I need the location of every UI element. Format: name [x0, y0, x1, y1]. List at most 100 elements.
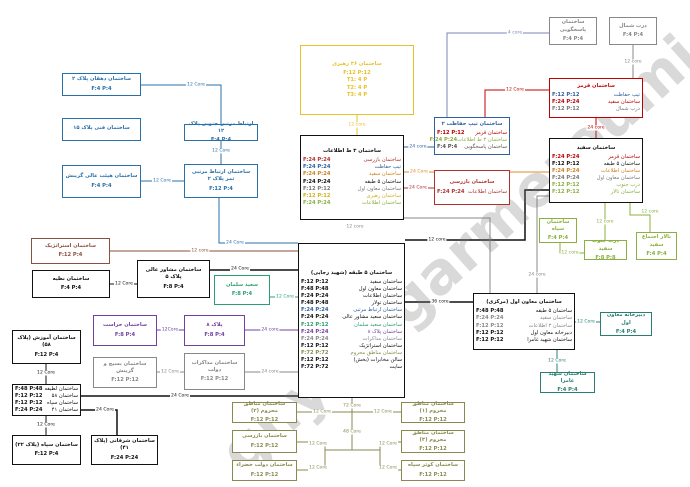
- building-name: ساختمان مذاکرات دولت: [191, 359, 238, 373]
- building-name: ساختمان ۵ طبقه (شهید رجایی): [310, 270, 393, 277]
- connection-target: ساختمان قرمز: [475, 129, 507, 136]
- link-core-label: 12 Core: [275, 294, 295, 300]
- connection-target: ساختمان مذاکرات: [362, 335, 402, 342]
- link-core-label: 12 Core: [36, 422, 56, 428]
- connection-ports: F:12 P:12: [552, 91, 580, 98]
- building-name: ساختمان کوثر سپاه: [407, 462, 459, 469]
- building-name: درب جنوب سفید: [592, 238, 619, 252]
- building-name: ساختمان مناطق محروم (۱): [412, 400, 454, 414]
- building-node-mahrum2[interactable]: ساختمان مناطق محروم (۲)F:12 P:12: [232, 400, 297, 423]
- connection-ports: F:24 P:24: [15, 407, 43, 414]
- connection-ports: F:12 P:12: [552, 106, 580, 113]
- building-name: ساختمان مناطق محروم (۲): [243, 400, 286, 414]
- building-name: درب شمال: [619, 22, 647, 29]
- connection-ports: F:24 P:24: [437, 188, 465, 195]
- connection-target: ساختمان سعید مشاور عالی: [342, 314, 402, 321]
- link-core-label: 24 core: [260, 369, 280, 375]
- building-node-mahrum3[interactable]: ساختمان مناطق محروم (۳)F:12 P:12: [401, 430, 465, 453]
- port-count: T1: 4 P: [346, 77, 368, 84]
- building-name: ساختمان نظیه: [52, 275, 90, 282]
- port-count: F:24 P:24: [110, 454, 139, 461]
- port-count: F:12 P:4: [209, 185, 233, 192]
- connection-target: ساختمان سفید: [369, 171, 401, 178]
- port-count: F:12 P:12: [250, 471, 279, 478]
- building-name: ساختمان سپاه: [546, 218, 570, 232]
- link-core-label: 24 Core: [408, 185, 428, 191]
- connection-target: ساختمان تولار: [371, 300, 402, 307]
- link-core-label: 24 core: [586, 125, 606, 131]
- link-core-label: 12 Core: [308, 441, 328, 447]
- link-core-label: 24 core: [527, 272, 547, 278]
- building-node-ertebat2[interactable]: ساختمان ارتباط مرتبی ثمر پلاک ۲ F:12 P:4: [184, 164, 258, 198]
- port-count: T2: 4 P: [346, 84, 368, 91]
- building-node-fani[interactable]: ساختمان فنی پلاک ۱۵: [62, 118, 141, 141]
- building-node-sharghani[interactable]: ساختمان شرقانی (پلاک ۴۱)F:24 P:24: [91, 435, 158, 465]
- port-count: F:12 P:4: [58, 252, 83, 258]
- building-node-amuzesh[interactable]: ساختمان آموزش (پلاک ۵۸)F:12 P:4: [12, 330, 81, 364]
- link-core-label: 12 Core: [378, 441, 398, 447]
- building-name: دبیرخانه معاون اول: [606, 312, 646, 326]
- connection-ports: F:24 P:24: [552, 99, 580, 105]
- building-name: ساختمان استراتژیک: [44, 242, 96, 249]
- connection-target: ساختمان شهید غامرا: [527, 336, 572, 343]
- building-name: ساختمان تیپ حفاظت ۲: [441, 120, 503, 127]
- connection-target: ساختمان اطلاعات: [601, 167, 640, 174]
- building-node-nazie[interactable]: ساختمان نظیه F:4 P:4: [32, 270, 110, 298]
- building-name: ساختمان مناطق محروم (۳): [412, 429, 454, 443]
- link-core-label: 12 core: [595, 219, 615, 225]
- fiber-link-line: [218, 198, 298, 244]
- building-name: ساختمان قرمز: [577, 82, 615, 89]
- building-name: ساختمان ارتباط مرتبی ثمر پلاک ۲: [191, 169, 251, 183]
- connection-ports: F:12 P:12: [552, 160, 580, 167]
- link-core-label: 12 Core: [505, 87, 525, 93]
- building-name: ساختمان سفید: [576, 144, 616, 151]
- building-name: ساختمان سپاه (پلاک ۲۲): [15, 441, 78, 448]
- building-node-estrategic[interactable]: ساختمان استراتژیک F:12 P:4: [31, 238, 110, 264]
- connection-target: ساختمان سفید: [540, 315, 572, 322]
- building-name: ساختمان شهید غامرا: [548, 370, 587, 384]
- port-count: F:4 P:4: [60, 285, 82, 291]
- connection-ports: F:48 P:48: [476, 308, 504, 315]
- building-node-mahrum1[interactable]: ساختمان مناطق محروم (۱)F:12 P:12: [401, 400, 465, 423]
- connection-ports: F:24 P:24: [301, 293, 329, 300]
- fiber-link-line: [629, 203, 651, 232]
- link-core-label: 12 Core: [211, 148, 231, 154]
- building-node-sepah22[interactable]: ساختمان سپاه (پلاک ۲۲)F:12 P:4: [12, 435, 81, 465]
- link-core-label: 24 Core: [409, 169, 429, 175]
